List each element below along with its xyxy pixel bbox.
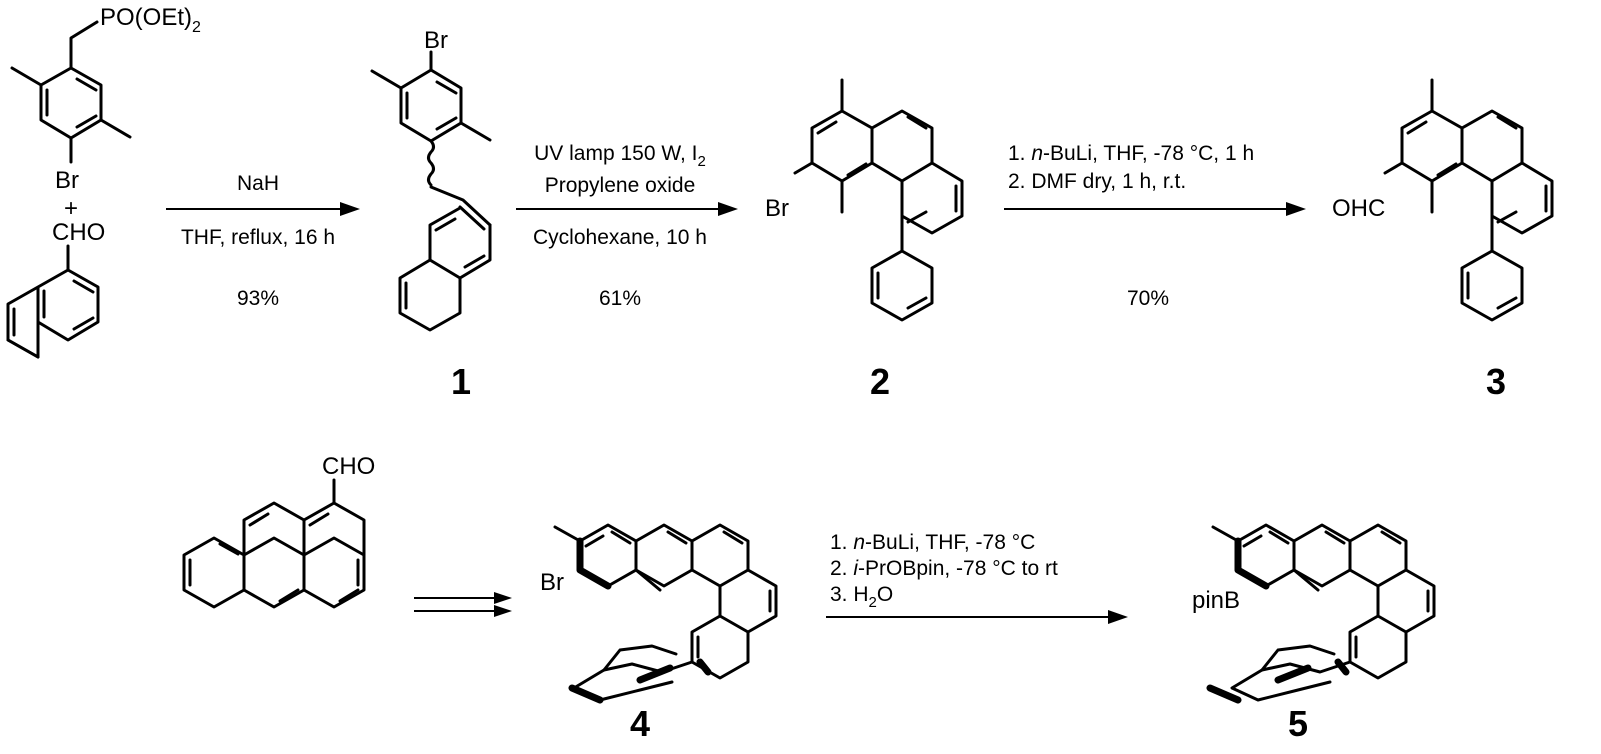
double-bonds — [1242, 530, 1430, 659]
step1-conditions: THF, reflux, 16 h — [181, 226, 335, 249]
arrow-multistep — [414, 592, 512, 617]
front-ring-bold-bonds — [1206, 537, 1350, 704]
step5-reagent-3: 3. H2O — [830, 583, 893, 611]
ring3-bonds — [690, 523, 750, 588]
naphthalene-bonds — [6, 268, 100, 359]
compound-2-label: 2 — [870, 361, 890, 402]
wavy-bond — [427, 139, 435, 187]
ring-top-bonds — [302, 501, 366, 557]
compound-3-structure: OHC — [1332, 78, 1554, 322]
ring-a-bonds — [810, 109, 874, 183]
phosphonate-label: PO(OEt)2 — [100, 4, 201, 36]
compound-3-label: 3 — [1486, 361, 1506, 402]
vinyl-double-bond — [458, 205, 486, 231]
benzene-ring-bonds — [39, 66, 103, 140]
ring-c-bonds — [900, 161, 964, 235]
ring6-bonds — [572, 660, 694, 702]
aldehyde-label: CHO — [52, 219, 105, 246]
ring5-bonds — [1348, 614, 1408, 680]
naphthaldehyde-reactant: CHO — [6, 219, 105, 359]
step3-quench: 2. DMF dry, 1 h, r.t. — [1008, 170, 1186, 193]
compound-5-structure: pinB — [1192, 523, 1436, 704]
ring-d-bonds — [870, 214, 934, 322]
plus-sign: + — [64, 195, 78, 222]
ring2-bonds — [1292, 523, 1352, 588]
compound-5-label: 5 — [1288, 703, 1308, 744]
ring-b-bonds — [1460, 109, 1524, 183]
naphthyl-bonds — [398, 206, 492, 332]
arrow-step-1 — [166, 202, 360, 216]
ring-c-bonds — [1490, 161, 1554, 235]
step3-reagent: 1. n-BuLi, THF, -78 °C, 1 h — [1008, 142, 1254, 165]
naphthalene-double-bonds — [12, 279, 95, 337]
arrow-step-2 — [516, 202, 738, 216]
step2-yield: 61% — [599, 287, 641, 310]
step1-yield: 93% — [237, 287, 279, 310]
compound-5-boronate-label: pinB — [1192, 587, 1240, 614]
ring-double-bonds — [45, 77, 98, 129]
ring6-bonds — [1230, 660, 1352, 702]
compound-4-bromo-label: Br — [540, 569, 564, 596]
step3-yield: 70% — [1127, 287, 1169, 310]
ring-d-bonds — [1460, 214, 1524, 322]
step5-reagent-2: 2. i-PrOBpin, -78 °C to rt — [830, 557, 1058, 580]
substituent-bonds — [10, 20, 132, 164]
ring3-bonds — [1348, 523, 1408, 588]
bromo-label: Br — [55, 167, 79, 194]
step2-reagent: UV lamp 150 W, I2 — [534, 142, 706, 170]
methyl-bonds — [553, 525, 662, 592]
compound-1-structure: Br — [370, 27, 492, 332]
vinyl-bonds — [429, 185, 492, 227]
ring-b-bonds — [870, 109, 934, 183]
ring-middle-bonds — [242, 536, 306, 609]
aldehyde-bond — [1383, 161, 1404, 175]
double-bonds — [584, 530, 772, 659]
aryl-double-bonds — [405, 80, 458, 131]
ring4-bonds — [718, 568, 778, 634]
ring5-bonds — [690, 614, 750, 680]
bromo-bond — [793, 161, 814, 175]
compound-4-label: 4 — [630, 703, 650, 744]
phosphonate-reactant: PO(OEt)2 Br — [10, 4, 201, 194]
naphthalene-ring2 — [6, 320, 40, 359]
ring-left-bonds — [182, 536, 246, 609]
double-bonds — [816, 115, 958, 310]
ring4-bonds — [1376, 568, 1436, 634]
ring-a-bonds — [1400, 109, 1464, 183]
methyl-bonds — [1211, 525, 1320, 592]
step2-additive: Propylene oxide — [545, 174, 696, 197]
aryl-ring-bonds — [399, 68, 463, 143]
step5-reagent-1: 1. n-BuLi, THF, -78 °C — [830, 531, 1035, 554]
double-bonds — [188, 512, 360, 603]
compound-3-aldehyde-label: OHC — [1332, 195, 1385, 222]
arrow-step-3 — [1004, 202, 1306, 216]
compound-2-bromo-label: Br — [765, 195, 789, 222]
ring-upper-bonds — [242, 501, 306, 557]
ring6-inner — [1260, 644, 1336, 672]
step2-conditions: Cyclohexane, 10 h — [533, 226, 707, 249]
compound-1-bromo-label: Br — [424, 27, 448, 54]
compound-1-label: 1 — [451, 361, 471, 402]
aryl-substituent-bonds — [370, 50, 492, 142]
compound-2-structure: Br — [765, 78, 964, 322]
arrow-step-5 — [826, 610, 1128, 624]
double-bonds — [1406, 115, 1548, 310]
benzophenanthrene-aldehyde: CHO — [182, 453, 375, 609]
naphthyl-double-bonds — [404, 217, 486, 310]
ring2-bonds — [634, 523, 694, 588]
compound-4-structure: Br — [540, 523, 778, 704]
ring-right-bonds — [302, 536, 366, 609]
step1-reagent: NaH — [237, 172, 279, 195]
ring6-inner — [602, 644, 678, 672]
precursor-aldehyde-label: CHO — [322, 453, 375, 480]
